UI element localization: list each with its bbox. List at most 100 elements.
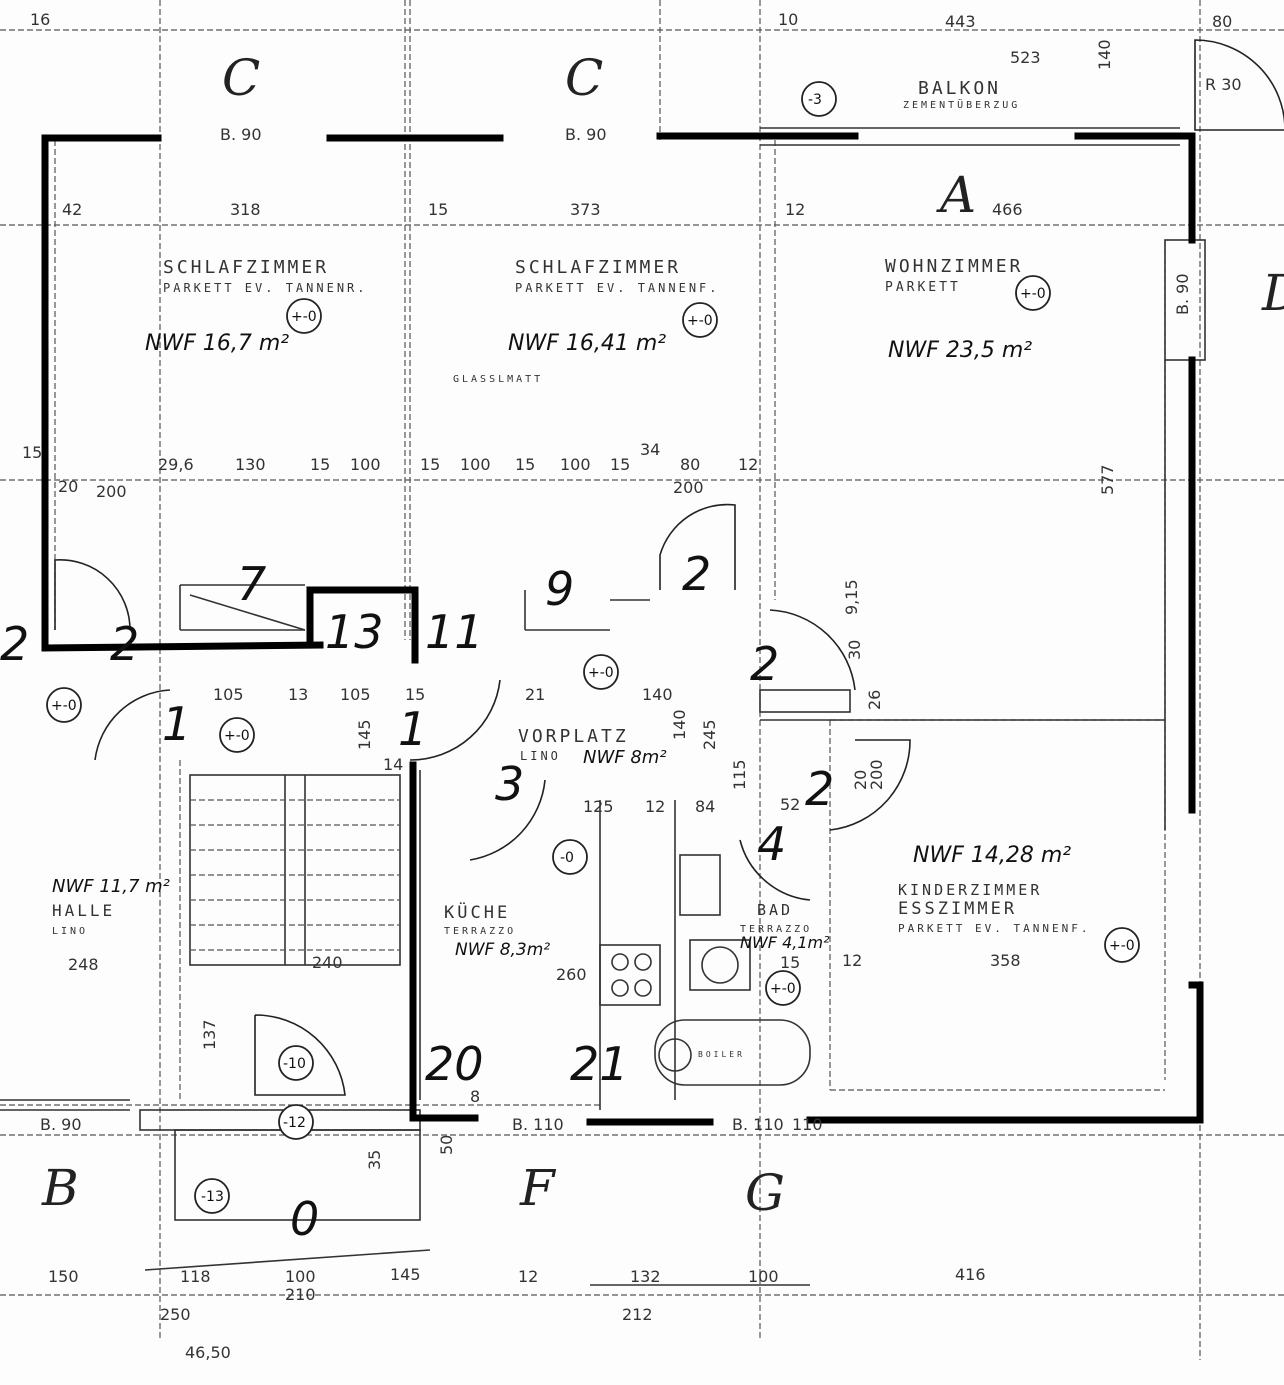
dimensions-row-12: 80	[680, 455, 700, 474]
room-vorplatz: VORPLATZ LINO NWF 8m²	[518, 726, 667, 768]
levels-entry2: -12	[283, 1115, 306, 1131]
room-floor: PARKETT EV. TANNENF.	[515, 281, 720, 295]
door_numbers-12: 2	[0, 617, 29, 671]
dimensions-bottom-7: 416	[955, 1265, 986, 1284]
level-marker: -12	[278, 1104, 314, 1140]
dimensions-mid-21: 9,15	[842, 579, 861, 615]
dimensions-row-13: 200	[96, 482, 127, 501]
level-marker: -13	[194, 1178, 230, 1214]
dimensions-bottom-3: 145	[390, 1265, 421, 1284]
axis-a: A	[936, 166, 976, 224]
room-floor: LINO	[520, 749, 561, 763]
rooms-1-level: +-0	[687, 313, 713, 329]
level-marker: +-0	[46, 687, 82, 723]
level-markers: +-0 +-0 +-0 +-0 -0 +-0 +-0 +-0 +-0 -3 -1…	[46, 81, 1140, 1214]
dimensions-mid-26: 240	[312, 953, 343, 972]
sink	[689, 939, 751, 991]
dimensions-openings-0: B. 90	[220, 125, 262, 144]
door-swings	[54, 39, 1284, 1096]
axis-c1: C	[222, 49, 260, 107]
dimensions-bottom-2: 100	[285, 1267, 316, 1286]
dimensions-row-14: 200	[673, 478, 704, 497]
dimensions-mid-0: 105	[213, 685, 244, 704]
dimensions-row-1: 20	[58, 477, 78, 496]
dimensions-mid-7: 140	[642, 685, 673, 704]
room-area: NWF 8,3m²	[455, 940, 550, 960]
dimensions-mid-1: 13	[288, 685, 308, 704]
dimensions-row-11: 34	[640, 440, 660, 459]
dimensions-bottom: 150 118 100 145 12 132 100 416 250 210 2…	[48, 1265, 986, 1362]
axis-g: G	[745, 1164, 785, 1222]
dimensions-mid-9: 245	[700, 719, 719, 750]
dimensions-mid-11: 52	[780, 795, 800, 814]
room-area: NWF 14,28 m²	[913, 843, 1071, 868]
rooms-7-level: +-0	[51, 698, 77, 714]
dimensions-row-6: 15	[420, 455, 440, 474]
dimensions-openings-5: B. 90	[40, 1115, 82, 1134]
dimensions-top-2: 443	[945, 12, 976, 31]
dimensions-bottom-10: 212	[622, 1305, 653, 1324]
axis-labels: C C A B F G D	[41, 49, 1284, 1222]
rooms-6-level: +-0	[1109, 938, 1135, 954]
stove	[599, 944, 661, 1006]
dimensions-mid-28: 50	[437, 1135, 456, 1155]
dimensions-mid-29: 35	[365, 1150, 384, 1170]
door_numbers-8: 1	[162, 697, 191, 751]
rooms-5-level: +-0	[770, 981, 796, 997]
rooms-2-level: +-0	[1020, 286, 1046, 302]
room-name: VORPLATZ	[518, 726, 629, 747]
dimensions-top-3: 523	[1010, 48, 1041, 67]
dimensions-room_widths-2: 12	[785, 200, 805, 219]
staircase	[189, 774, 401, 966]
room-name: SCHLAFZIMMER	[515, 257, 681, 278]
dimensions-row-8: 15	[515, 455, 535, 474]
dimensions-mid-31: 110	[792, 1115, 823, 1134]
dimensions-mid-14: 12	[645, 797, 665, 816]
room-floor: PARKETT EV. TANNENF.	[898, 922, 1090, 935]
dimensions-mid-19: 15	[780, 953, 800, 972]
dimensions-mid-3: 15	[405, 685, 425, 704]
dimensions-openings: B. 90 B. 90 B. 90 B. 110 B. 110 B. 90	[40, 125, 1192, 1134]
dimensions-bottom-8: 250	[160, 1305, 191, 1324]
dimensions-bottom-1: 118	[180, 1267, 211, 1286]
door_numbers-14: 20	[425, 1037, 484, 1091]
dimensions-mid-23: 12	[842, 951, 862, 970]
dimensions-mid-8: 140	[670, 709, 689, 740]
dimensions-bottom-9: 210	[285, 1285, 316, 1304]
room-wohnzimmer: WOHNZIMMER PARKETT NWF 23,5 m²	[885, 256, 1032, 363]
level-marker: +-0	[1015, 275, 1051, 311]
door-numbers: 2 7 13 11 9 2 2 2 1 1 3 4 2 21 20 0	[0, 547, 834, 1246]
rooms-0-level: +-0	[291, 309, 317, 325]
dimensions-row-0: 15	[22, 443, 42, 462]
dimensions-top-4: 80	[1212, 12, 1232, 31]
dimensions-row: 15 20 29,6 130 15 100 15 100 15 100 15 3…	[22, 440, 758, 501]
room-schlafzimmer-2: SCHLAFZIMMER PARKETT EV. TANNENF. NWF 16…	[508, 257, 720, 356]
levels-entry1: -10	[283, 1056, 306, 1072]
dimensions-room_widths-4: 15	[428, 200, 448, 219]
door_numbers-6: 2	[750, 637, 779, 691]
dimensions-room_widths-1: 373	[570, 200, 601, 219]
dimensions-mid-5: 14	[383, 755, 403, 774]
dimensions-mid-4: 145	[355, 719, 374, 750]
door_numbers-15: 0	[290, 1192, 319, 1246]
room-area: NWF 23,5 m²	[888, 338, 1032, 363]
room-floor: PARKETT	[885, 280, 961, 295]
door_numbers-3: 11	[425, 605, 484, 659]
room-area: NWF 8m²	[583, 747, 667, 768]
dimensions-mid-20: 577	[1098, 464, 1117, 495]
boiler-label: BOILER	[698, 1050, 745, 1059]
dimensions-row-4: 15	[310, 455, 330, 474]
door_numbers-4: 9	[545, 562, 574, 616]
dimensions-mid-15: 20	[851, 770, 870, 790]
dimensions-row-2: 29,6	[158, 455, 194, 474]
dimensions-row-5: 100	[350, 455, 381, 474]
level-marker: -10	[278, 1045, 314, 1081]
dimensions-row-7: 100	[460, 455, 491, 474]
rooms-3-level: +-0	[588, 665, 614, 681]
dimensions-middle: 105 13 105 15 145 14 21 140 140 245 115 …	[68, 464, 1117, 1170]
dimensions-mid-6: 21	[525, 685, 545, 704]
balkon-floor: ZEMENTÜBERZUG	[903, 98, 1020, 111]
level-marker: +-0	[1104, 927, 1140, 963]
dimensions-openings-2: B. 90	[1173, 273, 1192, 315]
